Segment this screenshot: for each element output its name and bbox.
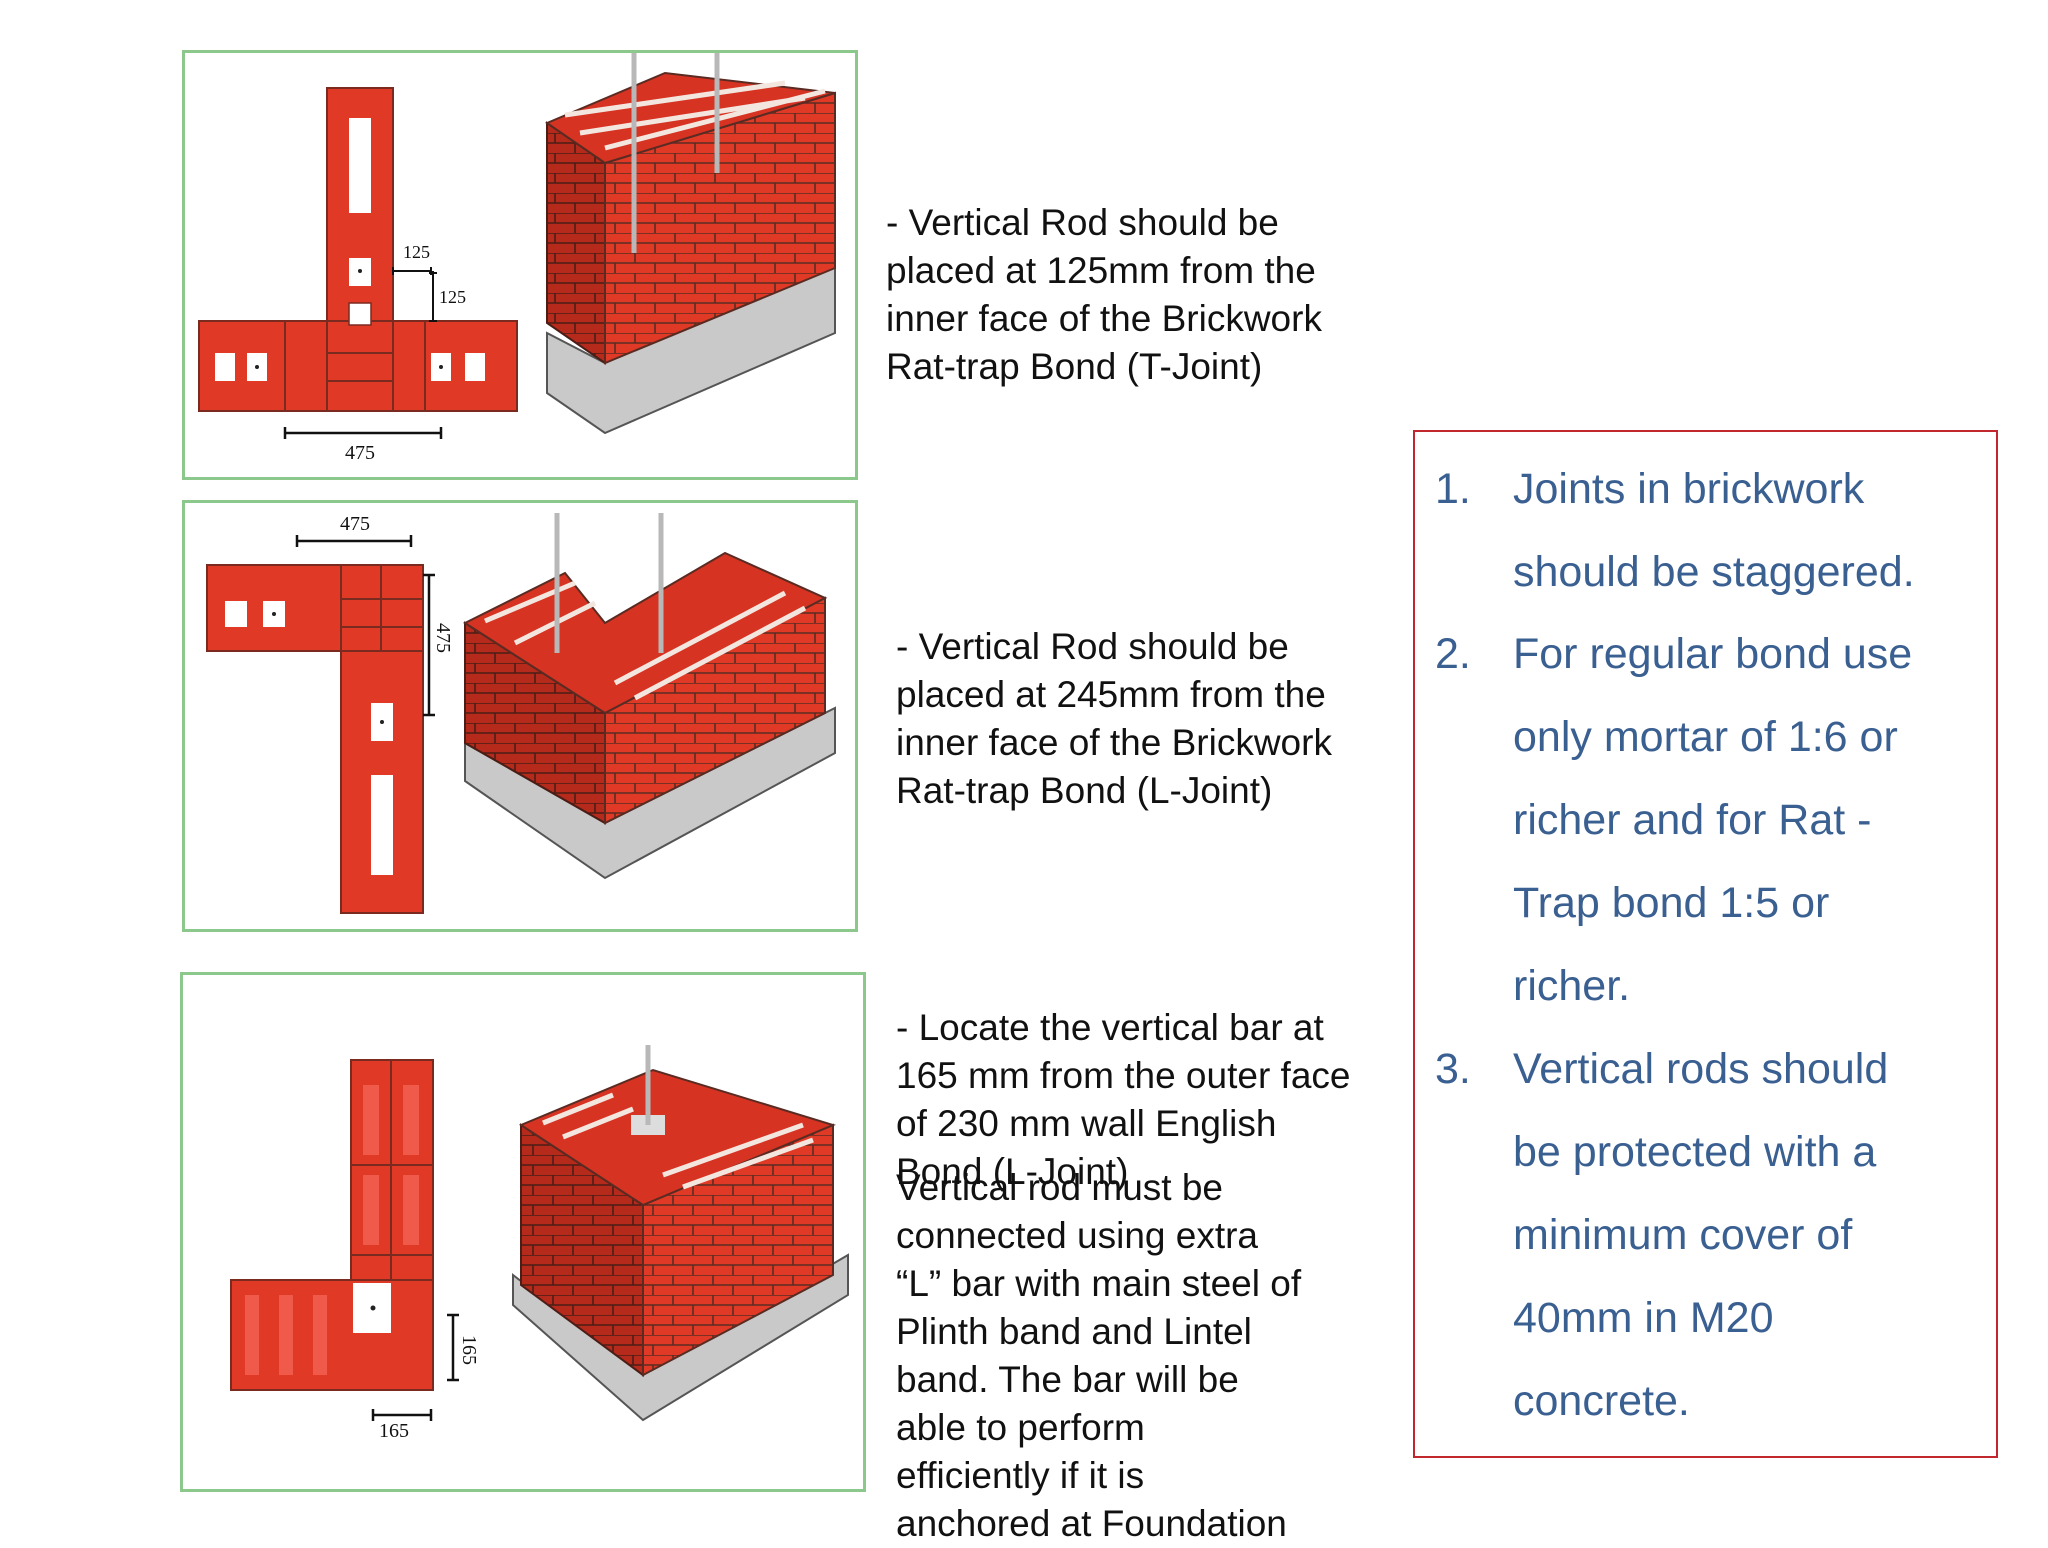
caption-line: able to perform [896,1407,1145,1448]
guideline-text: minimum cover of [1513,1211,1853,1259]
caption-l-joint-rat-trap: - Vertical Rod should be placed at 245mm… [896,623,1332,815]
caption-vertical-rod-connection: Vertical rod must be connected using ext… [896,1164,1301,1548]
dim-label: 475 [432,623,454,653]
dim-label: 125 [403,242,430,262]
guideline-text: Vertical rods should [1513,1045,1889,1093]
caption-line: Vertical rod must be [896,1167,1223,1208]
t-joint-isometric [544,53,836,435]
dim-label: 475 [340,513,370,535]
t-joint-drawing: 125 125 475 [198,53,836,464]
guideline-number: 2. [1435,630,1471,678]
guideline-number: 3. [1435,1045,1471,1093]
t-joint-plan: 125 125 475 [198,87,518,464]
caption-line: Plinth band and Lintel [896,1311,1252,1352]
guidelines-box [1413,430,1998,1458]
guideline-text: 40mm in M20 [1513,1294,1774,1342]
guideline-text: be protected with a [1513,1128,1877,1176]
english-bond-drawing: 165 165 [230,1045,849,1442]
caption-line: placed at 125mm from the [886,250,1316,291]
figure-l-joint-rat-trap: 475 475 [182,500,858,932]
english-bond-isometric [512,1045,849,1422]
dim-label: 165 [379,1420,409,1442]
caption-line: - Vertical Rod should be [886,202,1279,243]
dim-label: 475 [345,442,375,464]
caption-line: connected using extra [896,1215,1259,1256]
caption-line: Bond (L-Joint) [896,1151,1129,1192]
guideline-text: concrete. [1513,1377,1690,1425]
caption-line: Rat-trap Bond (T-Joint) [886,346,1263,387]
figure-t-joint: 125 125 475 [182,50,858,480]
caption-line: “L” bar with main steel of [896,1263,1302,1304]
guideline-text: only mortar of 1:6 or [1513,713,1898,761]
guideline-text: Joints in brickwork [1513,465,1865,513]
l-joint-plan: 475 475 [206,513,454,914]
dim-label: 165 [458,1335,480,1365]
caption-line: inner face of the Brickwork [896,722,1332,763]
caption-line: anchored at Foundation [896,1503,1287,1544]
caption-line: of 230 mm wall English [896,1103,1277,1144]
caption-line: 165 mm from the outer face [896,1055,1351,1096]
l-joint-isometric [462,513,836,880]
guideline-text: For regular bond use [1513,630,1913,678]
l-joint-drawing: 475 475 [206,513,836,914]
guideline-text: Trap bond 1:5 or [1513,879,1830,927]
caption-line: band. The bar will be [896,1359,1239,1400]
caption-l-joint-english-bond: - Locate the vertical bar at 165 mm from… [896,1004,1350,1196]
guideline-text: should be staggered. [1513,548,1915,596]
guideline-text: richer and for Rat - [1513,796,1872,844]
caption-t-joint: - Vertical Rod should be placed at 125mm… [886,199,1322,391]
english-bond-plan: 165 165 [230,1059,480,1442]
caption-line: efficiently if it is [896,1455,1145,1496]
caption-line: - Vertical Rod should be [896,626,1289,667]
guideline-text: richer. [1513,962,1631,1010]
figure-l-joint-english-bond: 165 165 [180,972,866,1492]
caption-line: placed at 245mm from the [896,674,1326,715]
guideline-number: 1. [1435,465,1471,513]
caption-line: Rat-trap Bond (L-Joint) [896,770,1273,811]
caption-line: - Locate the vertical bar at [896,1007,1324,1048]
caption-line: inner face of the Brickwork [886,298,1322,339]
dim-label: 125 [439,287,466,307]
